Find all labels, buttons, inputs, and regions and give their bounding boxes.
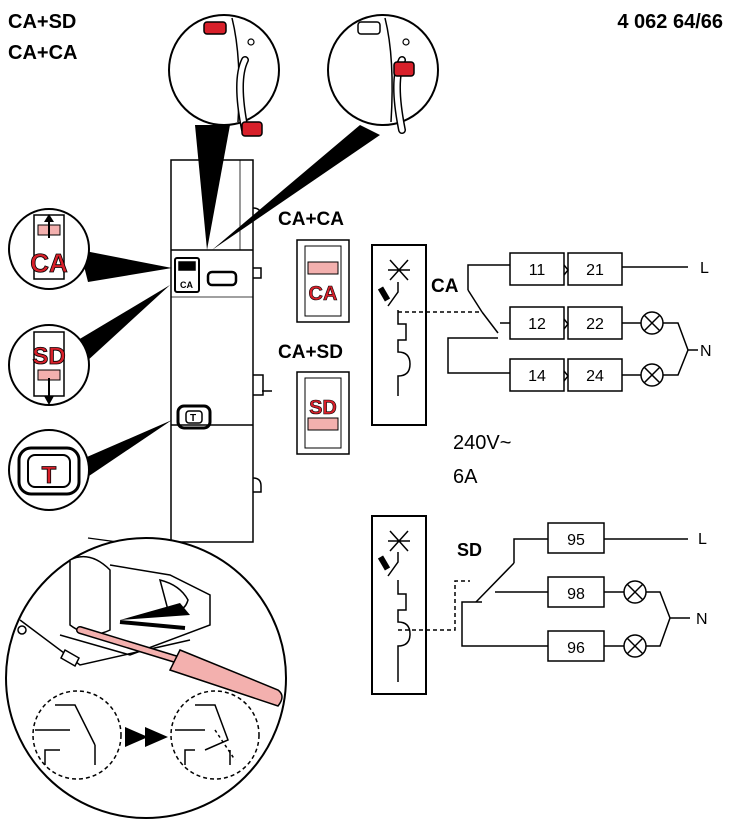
module-t-mini-label: T: [190, 413, 196, 424]
zoom-circle-top-right: [212, 14, 439, 250]
ca-ca-thumb-label: CA: [309, 283, 338, 305]
sd-line-label: L: [698, 531, 707, 548]
module-ca-mini-label: CA: [180, 280, 193, 290]
config-ca-ca-thumbnail: CA: [296, 239, 350, 323]
sd-terminal-98: 98: [567, 586, 585, 603]
ca-circuit-label: CA: [431, 276, 459, 297]
sd-schematic: [371, 515, 690, 695]
ca-neutral-label: N: [700, 343, 712, 360]
zoom-circle-sd: SD: [8, 285, 170, 406]
zoom-circle-t: T: [8, 420, 172, 511]
config-ca-sd-thumbnail: SD: [296, 371, 350, 455]
product-reference: 4 062 64/66: [617, 11, 723, 33]
zoom-circle-ca: CA: [8, 208, 172, 290]
rating-current: 6A: [453, 466, 478, 488]
ca-sd-thumb-label: SD: [309, 397, 337, 419]
ca-terminal-22: 22: [586, 316, 604, 333]
ca-terminal-14: 14: [528, 368, 546, 385]
ca-terminal-24: 24: [586, 368, 604, 385]
config-ca-sd-label: CA+SD: [278, 342, 343, 363]
config-ca-ca-label: CA+CA: [278, 209, 344, 230]
ca-terminal-21: 21: [586, 262, 604, 279]
ca-zoom-label: CA: [30, 248, 68, 278]
sd-circuit-label: SD: [457, 540, 483, 560]
t-zoom-label: T: [42, 462, 57, 489]
zoom-circle-test: [5, 537, 287, 819]
auxiliary-module: [170, 159, 272, 543]
title-line-2: CA+CA: [8, 42, 78, 64]
sd-terminal-96: 96: [567, 640, 585, 657]
zoom-circle-top-left: [168, 14, 280, 250]
ca-terminal-12: 12: [528, 316, 546, 333]
sd-terminal-95: 95: [567, 532, 585, 549]
sd-zoom-label: SD: [32, 343, 65, 370]
title-line-1: CA+SD: [8, 11, 77, 33]
sd-neutral-label: N: [696, 611, 708, 628]
ca-terminal-11: 11: [529, 262, 546, 279]
ca-line-label: L: [700, 260, 709, 277]
rating-voltage: 240V~: [453, 432, 512, 454]
ca-schematic: [371, 244, 698, 426]
